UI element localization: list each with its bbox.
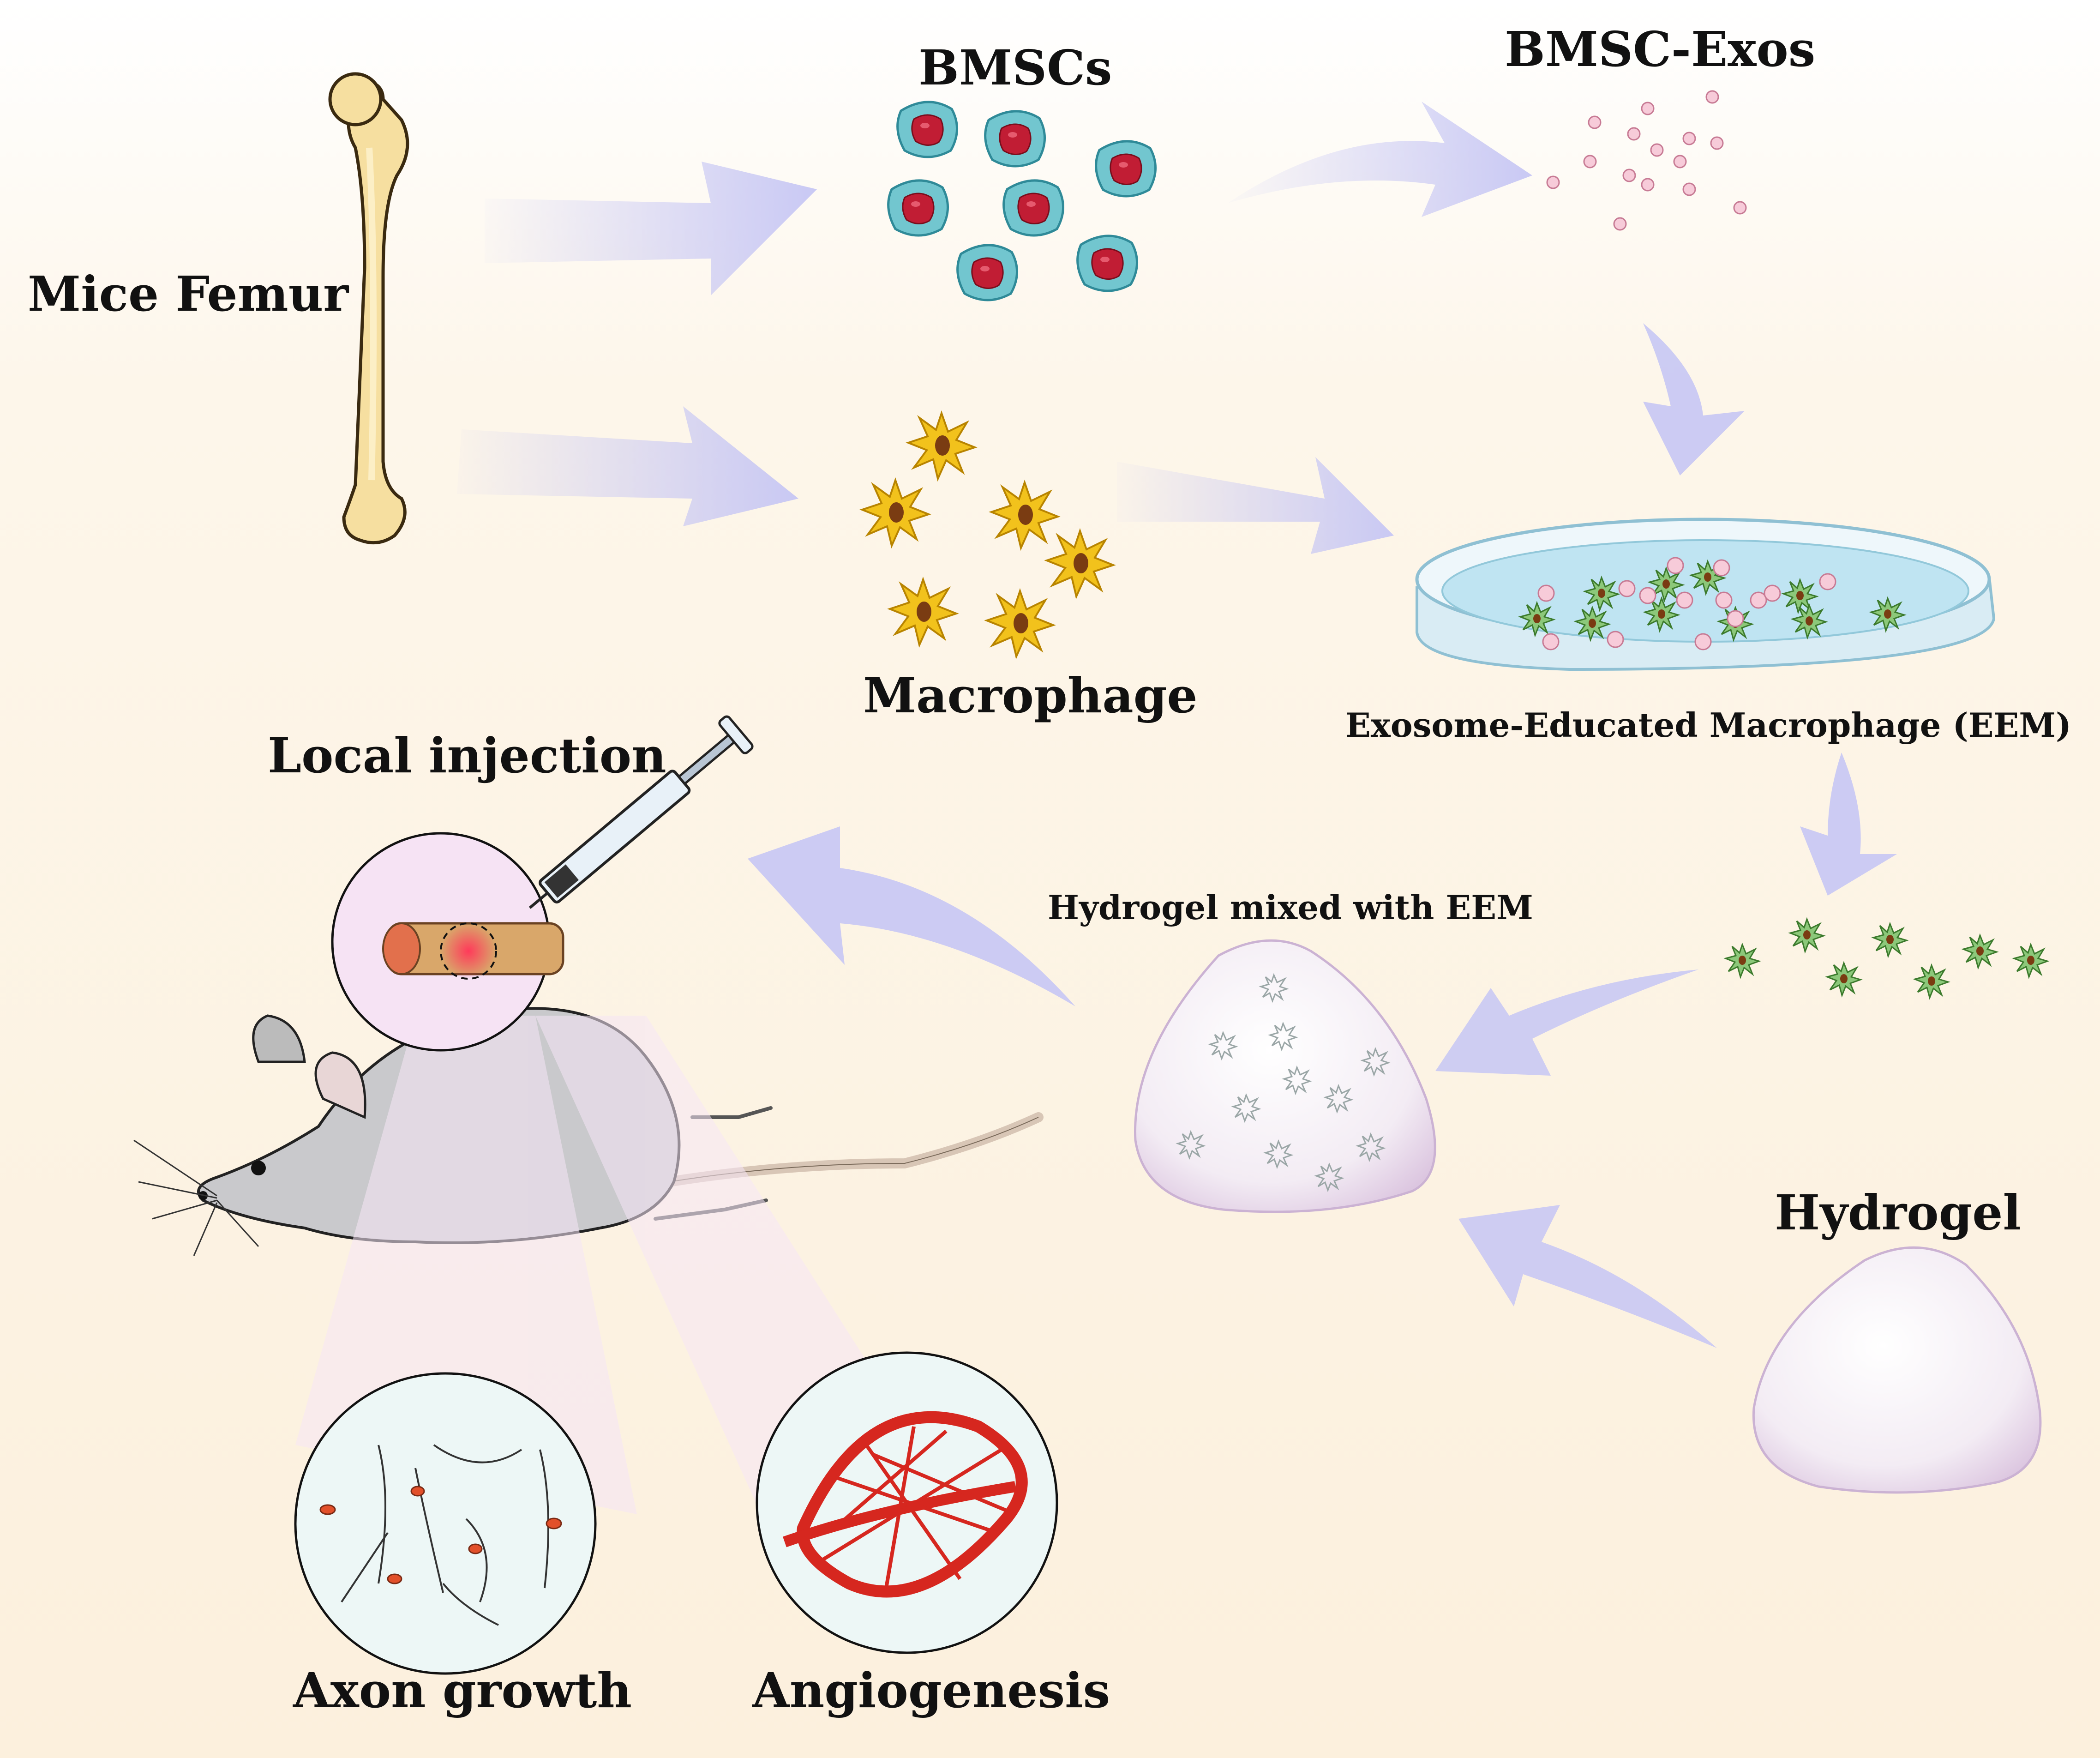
hydrogel-icon [1752,1246,2042,1494]
eem-label: Exosome-Educated Macrophage (EEM) [1345,705,2072,745]
macrophage-label: Macrophage [863,667,1198,724]
macrophage-cluster [861,412,1114,657]
bmscs-label: BMSCs [918,39,1112,96]
eem-cells [1725,918,2048,999]
bmsc-exos-label: BMSC-Exos [1505,21,1816,78]
axon-growth-label: Axon growth [293,1662,632,1719]
bmsc-cluster [888,102,1156,300]
axon-icon [294,1372,597,1675]
flow-arrows [457,102,1532,554]
injection-site [331,832,564,1052]
blood-vessel-icon [756,1351,1058,1654]
hydrogel-mixed-label: Hydrogel mixed with EEM [1048,888,1533,927]
syringe-icon [528,715,754,909]
femur-bone-icon [328,72,409,545]
hydrogel-label: Hydrogel [1775,1184,2021,1241]
exosome-cluster [1546,90,1747,231]
angiogenesis-label: Angiogenesis [752,1662,1110,1719]
flow-arrows-down [748,323,1897,1348]
hydrogel-mixed-icon [1134,939,1436,1213]
mice-femur-label: Mice Femur [28,265,349,322]
local-injection-label: Local injection [268,727,666,784]
